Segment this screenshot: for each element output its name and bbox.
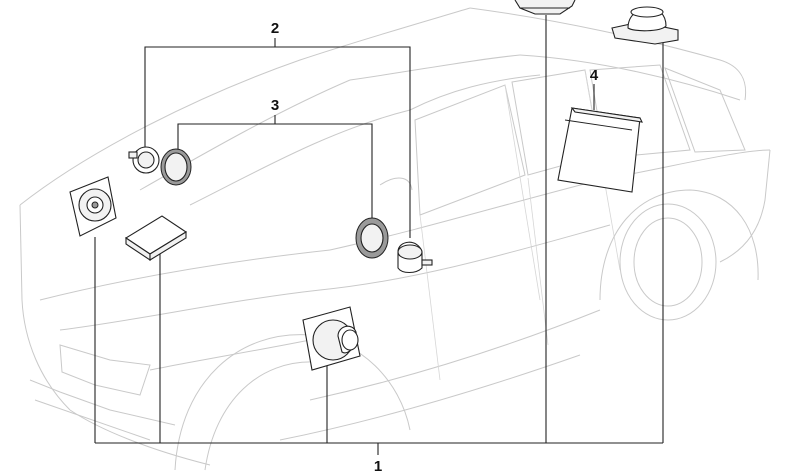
- callouts: 2 3 4 1: [271, 20, 599, 473]
- tweeter-grille-left: [160, 148, 192, 186]
- amplifier-unit: [557, 107, 643, 193]
- rear-upper-speaker-mount: [514, 0, 576, 15]
- door-woofer: [302, 306, 361, 371]
- rear-shelf-speaker: [611, 6, 679, 45]
- callout-2: 2: [271, 20, 279, 37]
- dash-speaker-square: [69, 176, 117, 237]
- door-tweeter-grille: [355, 217, 389, 259]
- callout-1: 1: [374, 458, 382, 473]
- callout-3: 3: [271, 97, 279, 114]
- door-tweeter: [397, 241, 433, 274]
- car-outline: [19, 7, 771, 471]
- control-module: [124, 215, 188, 262]
- callout-4: 4: [590, 67, 599, 84]
- leader-lines: [94, 15, 664, 455]
- tweeter-left: [128, 146, 160, 174]
